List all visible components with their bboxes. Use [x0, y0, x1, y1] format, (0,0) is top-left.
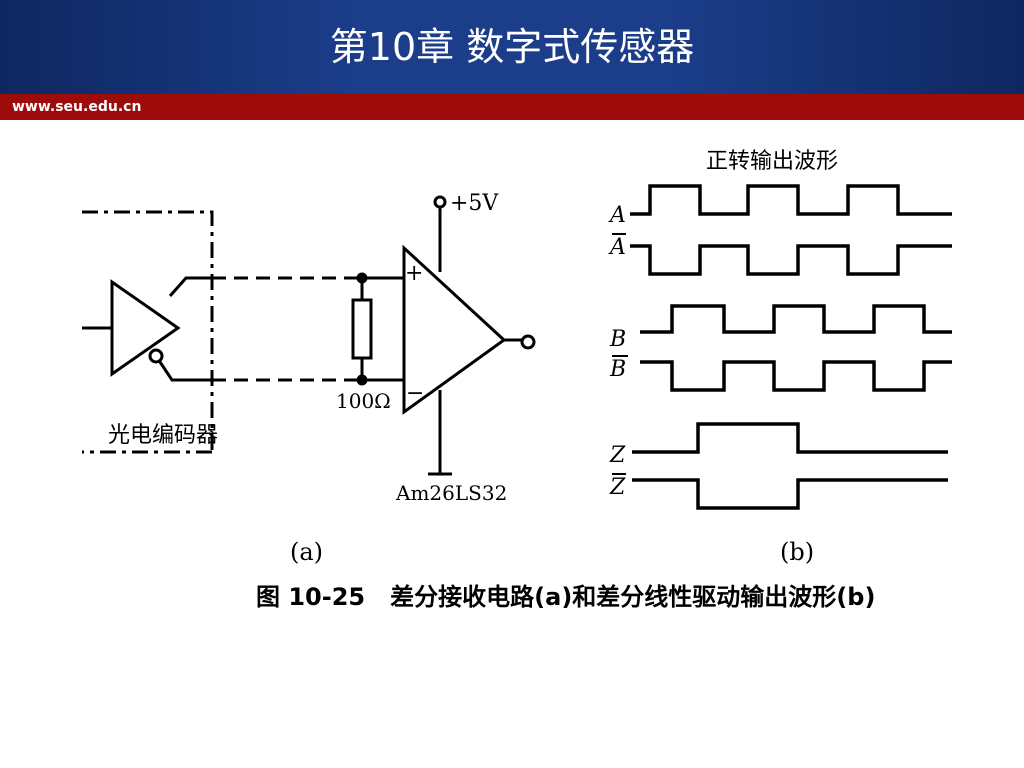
figure-caption: 图 10-25 差分接收电路(a)和差分线性驱动输出波形(b) — [256, 583, 876, 611]
slide-title: 第10章 数字式传感器 — [329, 25, 695, 69]
supply-terminal — [433, 195, 447, 209]
resistor-label: 100Ω — [336, 389, 391, 413]
slide-header — [0, 0, 1024, 94]
site-url: www.seu.edu.cn — [12, 99, 142, 115]
minus-label: − — [406, 381, 424, 406]
waveform-z-bar — [632, 478, 948, 510]
waveform-b — [640, 304, 952, 334]
header-red-bar — [0, 94, 1024, 120]
chip-label: Am26LS32 — [395, 481, 507, 505]
signal-label-z-bar: Z — [609, 475, 626, 500]
signal-label-z: Z — [609, 443, 626, 468]
termination-resistor — [351, 298, 373, 360]
driver-output-minus — [158, 361, 212, 382]
signal-label-b: B — [609, 327, 626, 352]
panel-a-label: (a) — [290, 538, 323, 566]
signal-label-a-bar: A — [608, 235, 626, 260]
driver-output-plus — [168, 276, 212, 297]
waveform-heading: 正转输出波形 — [706, 149, 838, 174]
waveform-b-bar — [640, 360, 952, 392]
waveform-a — [630, 184, 952, 216]
line-driver-triangle — [110, 279, 181, 377]
encoder-enclosure — [82, 210, 214, 454]
circuit-diagram — [82, 195, 536, 476]
supply-label: +5V — [450, 191, 499, 216]
waveform-a-bar — [630, 244, 952, 276]
waveform-z — [632, 422, 948, 454]
signal-label-b-bar: B — [609, 357, 626, 382]
waveforms — [630, 184, 952, 510]
panel-b-label: (b) — [780, 538, 814, 566]
inverting-bubble — [148, 348, 164, 364]
signal-label-a: A — [608, 203, 626, 228]
receiver-triangle — [402, 244, 507, 415]
encoder-label: 光电编码器 — [108, 423, 218, 448]
overbars — [612, 233, 628, 475]
output-terminal — [520, 334, 536, 350]
plus-label: + — [405, 261, 423, 286]
